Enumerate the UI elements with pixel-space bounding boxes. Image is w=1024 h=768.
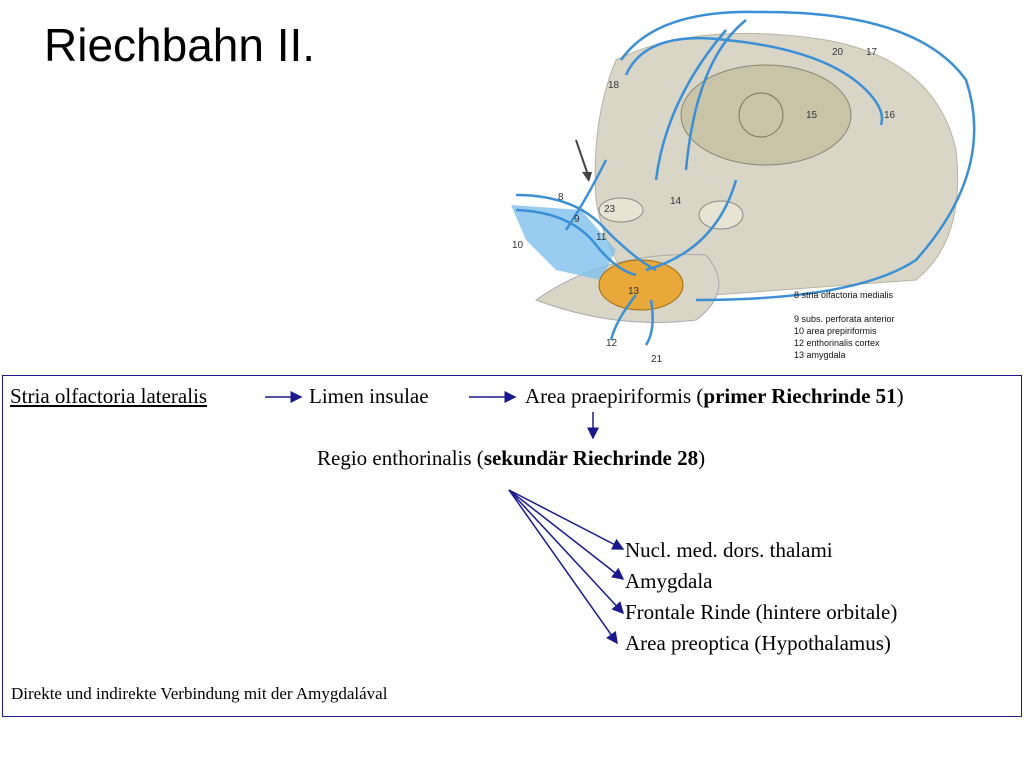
thalamus-nucleus — [738, 92, 784, 138]
area-praepiriformis-label: Area praepiriformis ( — [525, 384, 704, 408]
label-15: 15 — [806, 110, 818, 121]
pathway-arrows — [265, 391, 625, 645]
sekundaer-riechrinde: sekundär Riechrinde 28 — [483, 446, 699, 470]
label-14: 14 — [670, 196, 682, 207]
label-10: 10 — [512, 240, 524, 251]
label-23: 23 — [604, 204, 616, 215]
label-13: 13 — [628, 286, 640, 297]
amygdala-region — [598, 259, 684, 311]
primer-riechrinde: primer Riechrinde 51 — [703, 384, 897, 408]
label-17: 17 — [866, 47, 878, 58]
target-frontale-rinde: Frontale Rinde (hintere orbitale) — [625, 600, 898, 624]
direction-arrow — [575, 139, 589, 176]
direction-arrowhead — [582, 172, 592, 182]
area-close-paren: ) — [896, 384, 904, 408]
label-11: 11 — [596, 232, 607, 243]
label-9: 9 — [574, 214, 580, 225]
region-23 — [598, 197, 644, 223]
arrow-to-frontale — [508, 489, 625, 615]
footer-note: Direkte und indirekte Verbindung mit der… — [11, 684, 388, 703]
label-21: 21 — [651, 354, 663, 365]
target-area-preoptica: Area preoptica (Hypothalamus) — [625, 631, 891, 655]
label-12: 12 — [606, 338, 618, 349]
regio-close-paren: ) — [698, 446, 706, 470]
olfactory-pathway-figure: 18 20 17 15 16 8 9 10 23 14 11 13 12 21 … — [496, 0, 990, 368]
label-18: 18 — [608, 80, 620, 91]
target-amygdala: Amygdala — [625, 569, 713, 593]
slide-title: Riechbahn II. — [44, 19, 316, 71]
stria-olfactoria-lateralis: Stria olfactoria lateralis — [10, 384, 208, 408]
pathway-box: Stria olfactoria lateralis Limen insulae… — [2, 375, 1022, 717]
legend-item-9: 9 subs. perforata anterior — [794, 314, 895, 324]
label-20: 20 — [832, 47, 844, 58]
brain-diagram: 18 20 17 15 16 8 9 10 23 14 11 13 12 21 … — [511, 10, 976, 365]
regio-enthorinalis: Regio enthorinalis (sekundär Riechrinde … — [317, 446, 705, 471]
legend-item-13: 13 amygdala — [794, 350, 846, 360]
legend-item-10: 10 area prepiriformis — [794, 326, 877, 336]
regio-enthorinalis-label: Regio enthorinalis ( — [317, 446, 484, 470]
target-thalami: Nucl. med. dors. thalami — [625, 538, 833, 562]
label-16: 16 — [884, 110, 896, 121]
arrow-to-amygdala — [508, 489, 625, 580]
olfactory-blue-region — [511, 205, 616, 280]
thalamus-region — [680, 64, 852, 166]
arrow-to-thalami — [508, 489, 625, 550]
fiber-tracts — [515, 10, 976, 346]
arrow-to-preoptica — [508, 489, 618, 645]
limen-insulae: Limen insulae — [309, 384, 429, 408]
legend-item-8: 8 stria olfactoria medialis — [794, 290, 894, 300]
legend-item-12: 12 enthorinalis cortex — [794, 338, 880, 348]
area-praepiriformis: Area praepiriformis (primer Riechrinde 5… — [525, 384, 904, 409]
label-8: 8 — [558, 192, 564, 203]
